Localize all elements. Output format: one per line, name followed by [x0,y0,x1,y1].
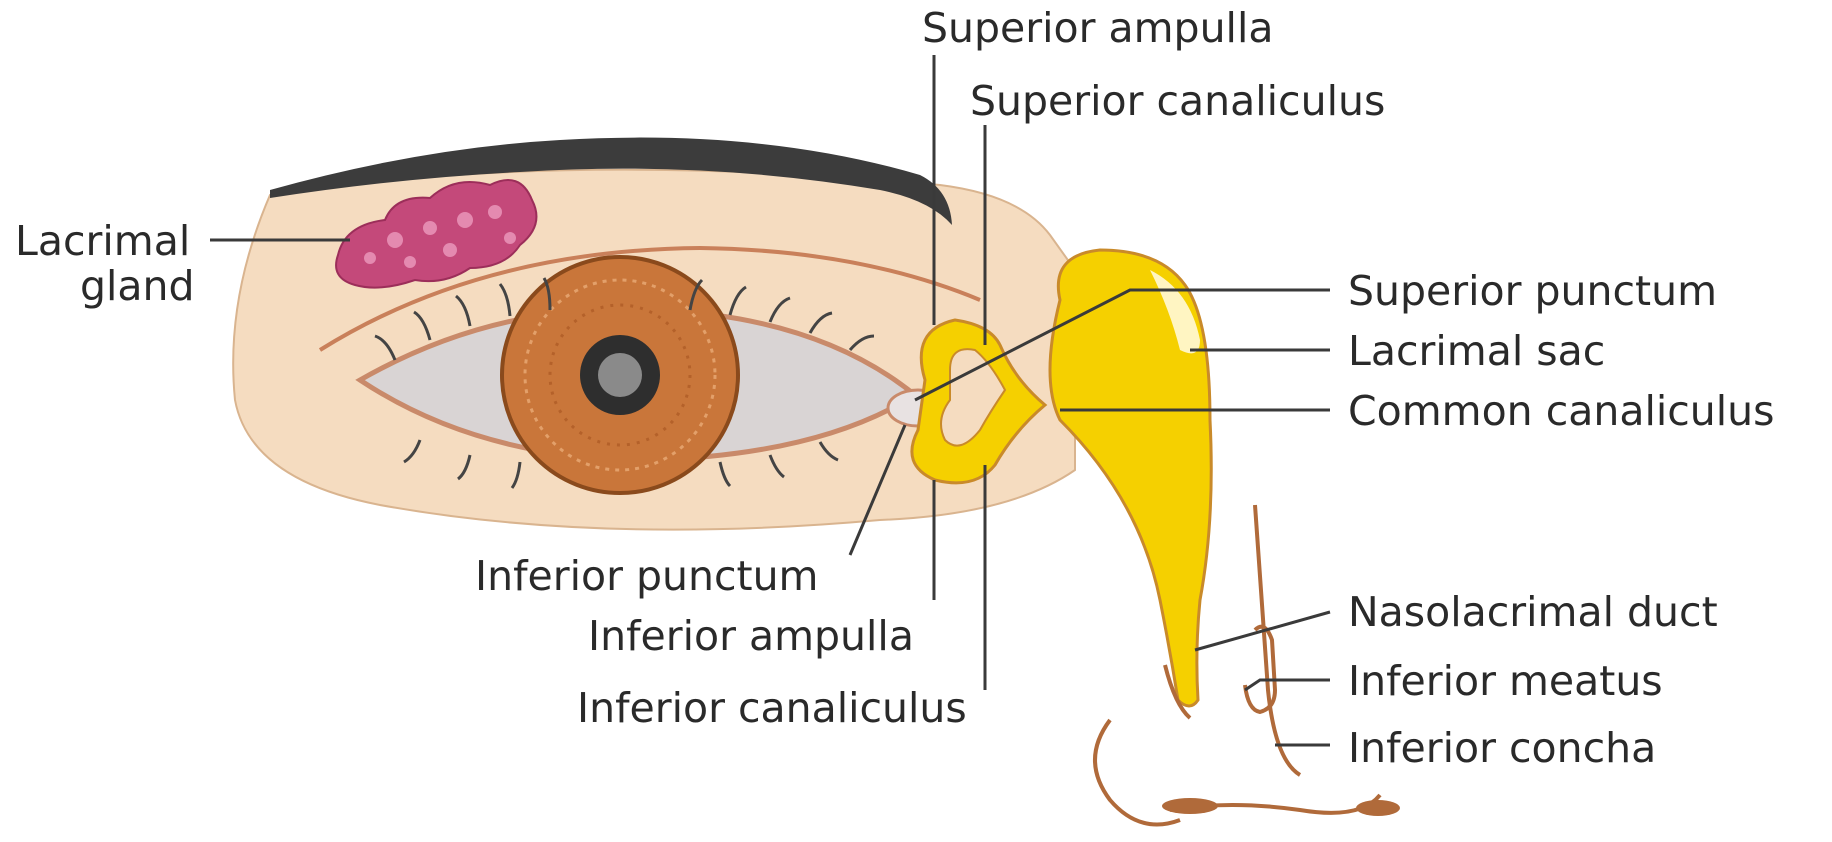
leader-inferior-meatus [1245,680,1330,690]
nose-outline [1095,505,1380,825]
label-inferior-concha: Inferior concha [1348,724,1656,772]
label-inferior-canaliculus: Inferior canaliculus [577,684,967,732]
label-lacrimal-sac: Lacrimal sac [1348,327,1605,375]
label-lacrimal-gland-line2: gland [80,262,195,310]
label-superior-ampulla: Superior ampulla [922,4,1273,52]
label-inferior-punctum: Inferior punctum [475,552,819,600]
label-superior-punctum: Superior punctum [1348,267,1717,315]
label-superior-canaliculus: Superior canaliculus [970,77,1385,125]
label-inferior-ampulla: Inferior ampulla [588,612,914,660]
eye-pupil-highlight [598,353,642,397]
nostril-left [1162,798,1218,814]
nostril-right [1356,800,1400,816]
label-nasolacrimal-duct: Nasolacrimal duct [1348,588,1718,636]
label-common-canaliculus: Common canaliculus [1348,387,1775,435]
label-lacrimal-gland-line1: Lacrimal [15,217,190,265]
label-inferior-meatus: Inferior meatus [1348,657,1663,705]
